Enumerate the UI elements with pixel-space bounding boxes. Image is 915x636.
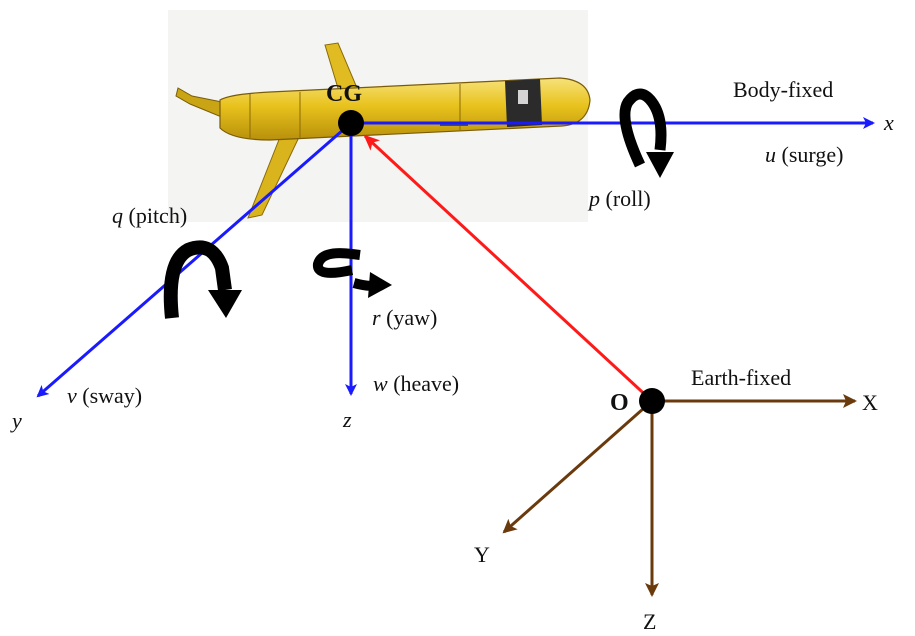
body-fixed-title: Body-fixed — [733, 77, 833, 102]
sway-label: v (sway) — [67, 383, 142, 408]
pitch-rotation-arrow-icon — [163, 240, 242, 319]
roll-label: p (roll) — [587, 186, 651, 211]
earth-y-label: Y — [474, 542, 490, 567]
earth-fixed-axes — [502, 394, 857, 597]
earth-y-axis — [502, 399, 653, 534]
cg-label: CG — [326, 81, 362, 107]
pitch-label: q (pitch) — [112, 203, 187, 228]
body-y-axis — [36, 121, 352, 398]
roll-rotation-arrow-icon — [619, 88, 674, 178]
position-vector-arrow — [363, 134, 654, 403]
earth-z-label: Z — [643, 609, 656, 634]
surge-label: u (surge) — [765, 142, 843, 167]
yaw-label: r (yaw) — [372, 305, 437, 330]
body-z-label: z — [342, 407, 352, 432]
earth-fixed-title: Earth-fixed — [691, 365, 791, 390]
body-x-label: x — [883, 110, 894, 135]
heave-label: w (heave) — [373, 371, 459, 396]
yaw-rotation-arrow-icon — [312, 248, 392, 298]
body-y-label: y — [10, 408, 22, 433]
glider-image — [168, 10, 591, 222]
earth-origin-dot — [639, 388, 665, 414]
earth-x-label: X — [862, 390, 878, 415]
cg-origin-dot — [338, 110, 364, 136]
earth-origin-label: O — [610, 390, 629, 416]
